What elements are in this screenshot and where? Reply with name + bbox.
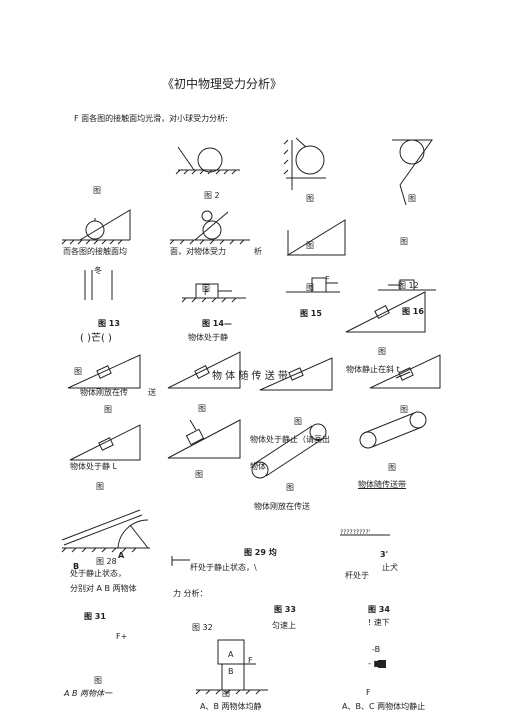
label-fig: 图 xyxy=(306,283,314,292)
label-fig: 图 12 xyxy=(398,281,419,290)
label-fig: 图 xyxy=(96,482,104,491)
label-text: F+ xyxy=(116,632,128,641)
label-text: B xyxy=(73,562,80,571)
fig8-block-force xyxy=(181,283,246,303)
label-text: 分别对 A B 两物体 xyxy=(70,584,137,593)
fig13-incline xyxy=(167,351,241,389)
section-heading: 析 xyxy=(254,247,262,256)
label-fig: 图 xyxy=(195,470,203,479)
label-fig: 图 33 xyxy=(274,605,296,614)
fig21-rod-corner xyxy=(171,556,190,566)
fig2-ball-hanging xyxy=(283,137,326,190)
fig11-incline-block xyxy=(345,291,426,333)
force-label: F xyxy=(204,288,209,297)
label-text: 物体刚放在传 xyxy=(80,388,128,397)
label-text: A、B 两物体均静 xyxy=(200,702,262,711)
label-text: 力 分析： xyxy=(173,589,208,598)
label-fig: 图 32 xyxy=(192,623,213,632)
label-fig: 图 xyxy=(388,463,396,472)
label-fig: 图 29 均 xyxy=(244,548,277,557)
fig5-ball-rope xyxy=(169,210,250,245)
label-fig: 图 xyxy=(378,347,386,356)
label-text: ?????????' xyxy=(340,529,371,536)
fig1-ball-wedge xyxy=(175,146,240,175)
force-label: F xyxy=(325,275,330,284)
label-text: 匀速上 xyxy=(272,621,296,630)
label-text: A、B、C 两物体均静止 xyxy=(342,702,426,711)
fig7-block-stack xyxy=(84,270,113,300)
label-fig: 图 xyxy=(198,404,206,413)
label-fig: 图 28 xyxy=(96,557,117,566)
fig18-conveyor xyxy=(251,423,327,479)
label-fig: 图 xyxy=(306,194,314,203)
label-text: A B 两物体一 xyxy=(64,689,113,698)
label-fig: 图 xyxy=(294,417,302,426)
label-fig: 图 2 xyxy=(204,191,220,200)
label-fig: 图 xyxy=(400,405,408,414)
fig3-ball-corner xyxy=(392,139,433,206)
fig9-block-force2 xyxy=(286,277,340,293)
label-text: 物体刚放在传送 xyxy=(254,502,310,511)
fig6-incline-block xyxy=(286,219,346,256)
label-text: ! 速下 xyxy=(368,618,390,627)
label-text: 止犬 xyxy=(382,563,398,572)
block-label: B xyxy=(228,667,234,676)
fig15-incline xyxy=(369,354,441,389)
label-text: 物体 xyxy=(250,462,266,471)
label-text: 物体静止在斜 t xyxy=(346,365,400,374)
section-heading: 而各图的接触面均 xyxy=(63,247,127,256)
fig14-incline xyxy=(259,357,333,391)
label-fig: 图 xyxy=(93,186,101,195)
label-fig: F xyxy=(366,688,371,697)
label-text: 物体处于静 xyxy=(188,333,228,342)
label-fig: 图 xyxy=(408,194,416,203)
fig10-block-force3 xyxy=(378,279,436,291)
force-label: F xyxy=(248,656,253,665)
section-heading: 面，对物体受力 xyxy=(170,247,226,256)
label-fig: 图 xyxy=(400,237,408,246)
label-text: 物体随传送带 xyxy=(358,480,406,489)
label-fig: 图 xyxy=(94,676,102,685)
fig20-rod-ball xyxy=(61,509,150,553)
label-fig: 图 31 xyxy=(84,612,106,621)
intro-text: F 面各图的接触面均光滑，对小球受力分析: xyxy=(74,114,228,123)
label-text: - ■ xyxy=(368,659,381,668)
label-fig: 图 14— xyxy=(202,319,232,328)
label-text: 送 xyxy=(148,388,156,397)
fig24-blocks xyxy=(378,660,386,668)
page-title: 《初中物理受力分析》 xyxy=(162,77,283,91)
label-text: ( )芒( ) xyxy=(80,333,112,344)
label-text: 物体处于静 L xyxy=(70,462,117,471)
label-fig: 图 16 xyxy=(402,307,424,316)
label-text: 物 体 随 传 送 带 xyxy=(212,371,288,382)
label-text: 物体处于静止（请画出 xyxy=(250,435,330,444)
label-text: -B xyxy=(372,645,381,654)
label-fig: 图 13 xyxy=(98,319,120,328)
fig19-conveyor xyxy=(359,411,427,449)
label-fig: 图 34 xyxy=(368,605,390,614)
fig12-incline xyxy=(67,354,141,389)
fig23-stack-AB xyxy=(195,639,268,695)
label-text: 处于静止状态， xyxy=(70,569,126,578)
label-text: 杆处于 xyxy=(345,571,369,580)
fig16-incline xyxy=(69,424,141,461)
label-fig: 图 xyxy=(222,689,230,698)
label-fig: 图 xyxy=(104,405,112,414)
label-text: 冬 xyxy=(94,266,102,275)
fig4-ball-incline xyxy=(61,209,131,245)
label-fig: 图 xyxy=(286,483,294,492)
label-fig: 图 xyxy=(306,241,314,250)
label-text: 杆处于静止状态，\ xyxy=(190,563,257,572)
block-label: A xyxy=(228,650,234,659)
label-fig: 图 xyxy=(202,284,210,293)
label-fig: 3' xyxy=(380,550,389,559)
fig17-incline xyxy=(167,419,241,459)
label-fig: 图 xyxy=(74,367,82,376)
label-fig: 图 15 xyxy=(300,309,322,318)
label-text: A xyxy=(118,551,125,560)
